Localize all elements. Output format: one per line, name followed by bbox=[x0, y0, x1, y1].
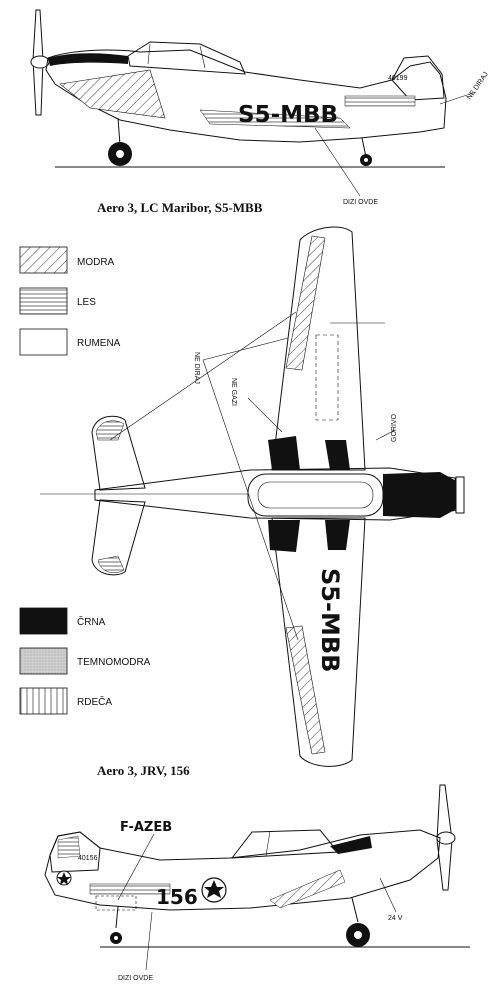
legend-swatch-rumena bbox=[19, 328, 68, 356]
plan-registration: S5-MBB bbox=[316, 568, 344, 672]
top-side-view: 40199 S5-MBB NE DIRAJ DIZI OVDE bbox=[30, 9, 490, 206]
legend-label-temnomodra: TEMNOMODRA bbox=[77, 657, 151, 668]
nose-black-panel bbox=[48, 53, 128, 66]
legend-label-modra: MODRA bbox=[77, 257, 115, 268]
plan-wing-lower bbox=[271, 517, 366, 767]
top-callout-dizi-ovde: DIZI OVDE bbox=[343, 199, 378, 206]
bottom-callout-dizi-ovde: DIZI OVDE bbox=[118, 975, 153, 982]
legend-swatch-modra bbox=[19, 246, 68, 274]
bottom-side-view: 40156 156 F-AZEB 24 V DIZI OVDE bbox=[44, 784, 470, 982]
top-callout-ne-diraj: NE DIRAJ bbox=[466, 71, 490, 101]
plan-view: S5-MBB NE DIRAJ NE GAZI GORIVO bbox=[40, 226, 465, 767]
plan-callout-ne-gazi: NE GAZI bbox=[230, 378, 237, 406]
plan-cowl bbox=[383, 472, 458, 518]
tail-fin-bottom bbox=[49, 831, 101, 873]
bottom-fuselage-number: 156 bbox=[156, 885, 198, 909]
legend-label-rumena: RUMENA bbox=[77, 338, 121, 349]
plan-stabilizer-upper bbox=[91, 415, 146, 491]
top-registration: S5-MBB bbox=[238, 102, 338, 128]
legend-swatch-crna bbox=[19, 607, 68, 635]
plan-stabilizer-lower bbox=[91, 499, 146, 576]
legend-swatch-temnomodra bbox=[19, 647, 68, 675]
legend-swatch-rdeca bbox=[19, 687, 68, 715]
bottom-tail-number: 40156 bbox=[78, 855, 98, 862]
canopy-bottom bbox=[230, 829, 340, 859]
plan-wing-upper bbox=[271, 226, 366, 471]
plan-callout-gorivo: GORIVO bbox=[391, 413, 398, 442]
bottom-callout-24v: 24 V bbox=[388, 915, 403, 922]
canopy bbox=[127, 41, 246, 75]
legend-label-rdeca: RDEČA bbox=[77, 695, 112, 708]
legend-upper: MODRA LES RUMENA bbox=[19, 246, 121, 356]
plan-callout-ne-diraj: NE DIRAJ bbox=[193, 352, 200, 384]
top-caption: Aero 3, LC Maribor, S5-MBB bbox=[97, 200, 263, 215]
fuselage-bottom bbox=[44, 829, 441, 911]
fuselage bbox=[45, 49, 447, 143]
legend-label-les: LES bbox=[77, 297, 96, 308]
legend-label-crna: ČRNA bbox=[77, 615, 106, 628]
legend-swatch-les bbox=[19, 287, 68, 315]
bottom-caption: Aero 3, JRV, 156 bbox=[97, 763, 190, 778]
legend-lower: ČRNA TEMNOMODRA RDEČA bbox=[19, 607, 151, 715]
bottom-registration: F-AZEB bbox=[120, 820, 172, 835]
top-tail-number: 40199 bbox=[388, 75, 408, 82]
fuselage-blue-stripe bbox=[59, 69, 166, 119]
